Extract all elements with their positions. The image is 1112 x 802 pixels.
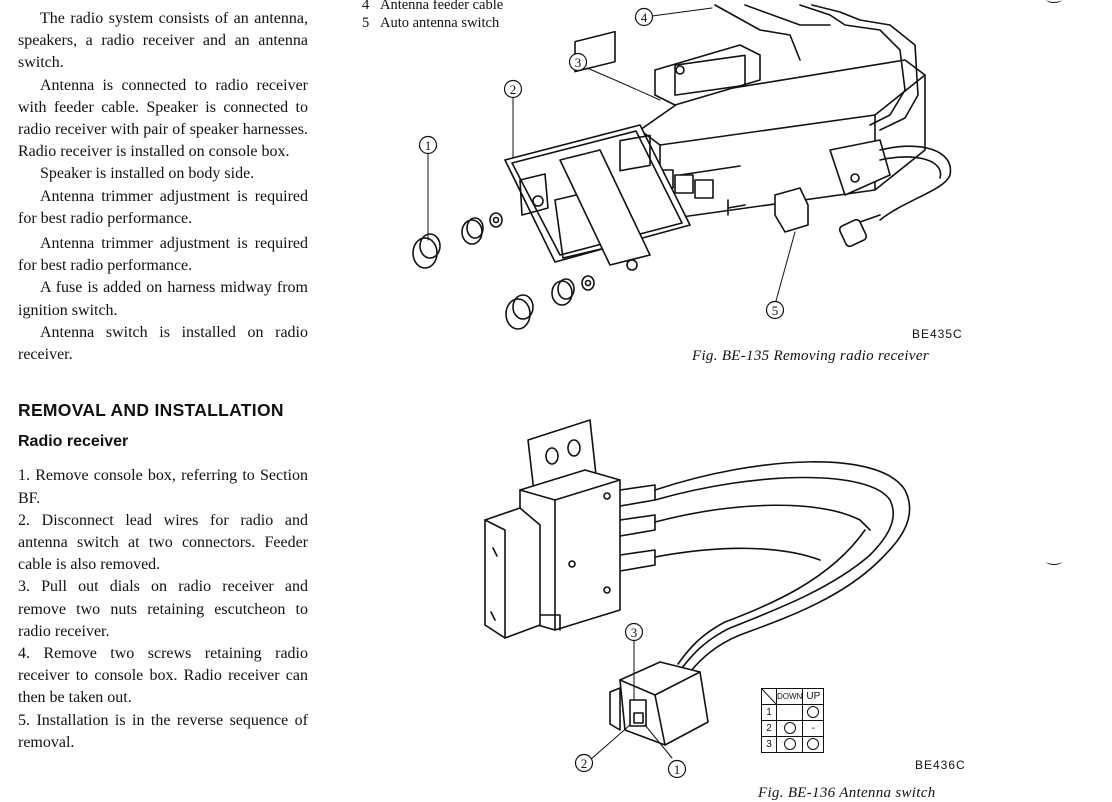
callout-2: 2: [503, 79, 523, 99]
intro-paragraph: Antenna trimmer adjustment is required f…: [18, 187, 308, 227]
callout-3: 3: [624, 622, 644, 642]
cell-up: [802, 704, 825, 721]
column-header-down: DOWN: [775, 688, 804, 705]
terminal-label: 3: [761, 736, 777, 753]
svg-text:3: 3: [575, 55, 582, 70]
svg-text:2: 2: [581, 756, 588, 771]
table-row: 1: [761, 704, 825, 721]
text-column: The radio system consists of an antenna,…: [18, 8, 308, 754]
svg-text:1: 1: [674, 762, 681, 777]
svg-text:1: 1: [425, 138, 432, 153]
svg-text:5: 5: [772, 303, 779, 318]
svg-text:2: 2: [510, 82, 517, 97]
radio-receiver-drawing: [412, 4, 952, 330]
terminal-label: 2: [761, 720, 777, 737]
connection-circle: [783, 738, 796, 751]
callout-5: 5: [765, 300, 785, 320]
margin-mark: [1046, 0, 1062, 3]
legend-item: 4 Antenna feeder cable: [340, 0, 503, 14]
table-corner: [761, 688, 777, 705]
table-row: 2 -: [761, 720, 825, 737]
intro-paragraph: Antenna trimmer adjustment is required f…: [18, 235, 308, 275]
connection-circle: [807, 738, 820, 751]
terminal-label: 1: [761, 704, 777, 721]
subheading: Radio receiver: [18, 433, 129, 451]
margin-mark: [1046, 558, 1062, 565]
cell-down: [775, 736, 804, 753]
callout-4: 4: [634, 7, 654, 27]
figure-caption: Fig. BE-136 Antenna switch: [758, 785, 936, 801]
figure-caption: Fig. BE-135 Removing radio receiver: [692, 348, 929, 364]
connection-circle: [807, 706, 820, 719]
callout-numbers: 1 2 3 4 5 3 2 1: [418, 7, 785, 779]
table-row: 3: [761, 736, 825, 753]
callout-1: 1: [418, 135, 438, 155]
section-heading: REMOVAL AND INSTALLATION: [18, 400, 284, 421]
column-header-up: UP: [802, 688, 825, 705]
procedure-step: 1. Remove console box, referring to Sect…: [18, 467, 308, 507]
intro-paragraph: Speaker is installed on body side.: [40, 165, 255, 183]
procedure-step: 4. Remove two screws retaining radio rec…: [18, 645, 308, 707]
intro-paragraph: Antenna is connected to radio receiver w…: [18, 76, 308, 161]
procedure-step: 5. Installation is in the reverse sequen…: [18, 711, 308, 751]
figure-code: BE436C: [915, 758, 966, 772]
legend-number: 5: [362, 15, 370, 31]
connection-circle: [783, 722, 796, 735]
intro-paragraph: The radio system consists of an antenna,…: [18, 10, 308, 72]
legend-text: Antenna feeder cable: [380, 0, 504, 13]
cell-down: [775, 704, 804, 721]
procedure-step: 3. Pull out dials on radio receiver and …: [18, 578, 308, 640]
callout-3: 3: [568, 52, 588, 72]
antenna-switch-drawing: [484, 419, 911, 761]
legend-item: 5 Auto antenna switch: [340, 14, 503, 32]
legend-number: 4: [362, 0, 370, 13]
cell-down: [775, 720, 804, 737]
procedure-step: 2. Disconnect lead wires for radio and a…: [18, 511, 308, 574]
callout-2: 2: [574, 753, 594, 773]
legend-text: Auto antenna switch: [380, 15, 500, 31]
cell-up: [802, 736, 825, 753]
intro-paragraph: A fuse is added on harness midway from i…: [18, 279, 308, 319]
intro-paragraph: Antenna switch is installed on radio rec…: [18, 323, 308, 364]
cell-up: -: [802, 720, 825, 737]
figure-code: BE435C: [912, 327, 963, 341]
svg-text:4: 4: [641, 10, 648, 25]
switch-position-table: DOWN UP 1 2 - 3: [761, 688, 825, 753]
callout-1: 1: [667, 759, 687, 779]
figure-legend: 4 Antenna feeder cable 5 Auto antenna swit…: [340, 0, 503, 32]
svg-text:3: 3: [631, 625, 638, 640]
